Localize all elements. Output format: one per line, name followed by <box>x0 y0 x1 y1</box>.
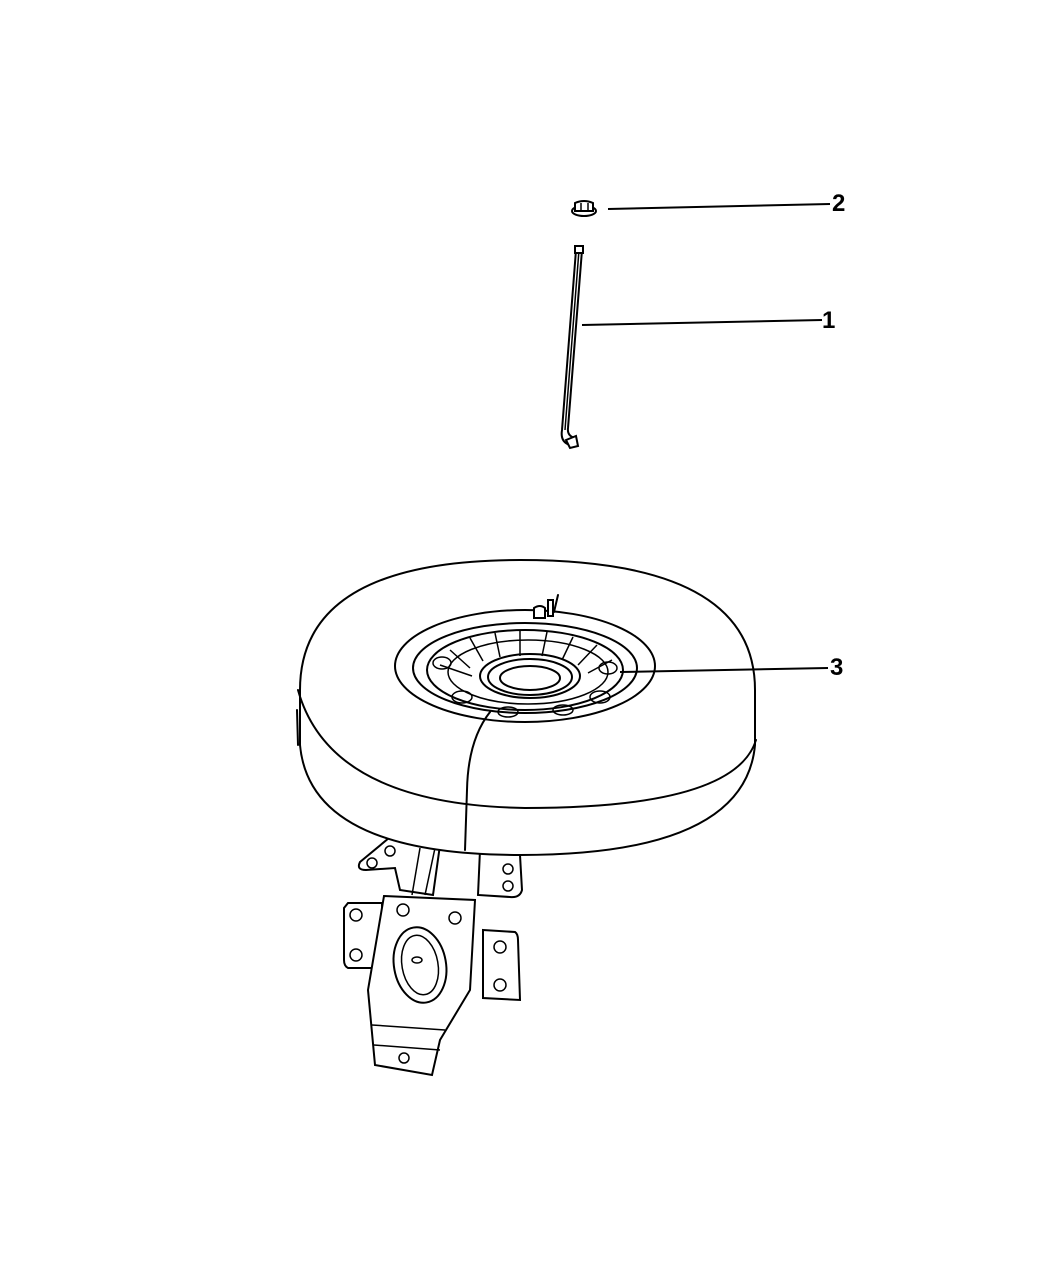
leader-line-3 <box>619 667 829 673</box>
spare-tire-part <box>296 558 757 857</box>
leader-line-2 <box>607 203 831 210</box>
callout-3: 3 <box>830 654 844 681</box>
callout-2: 2 <box>832 190 846 217</box>
jack-handle-rod-part <box>560 245 584 450</box>
callout-1: 1 <box>822 307 836 334</box>
mounting-bracket-part <box>343 831 524 1077</box>
nut-part <box>571 200 597 217</box>
leader-line-1 <box>581 319 823 326</box>
